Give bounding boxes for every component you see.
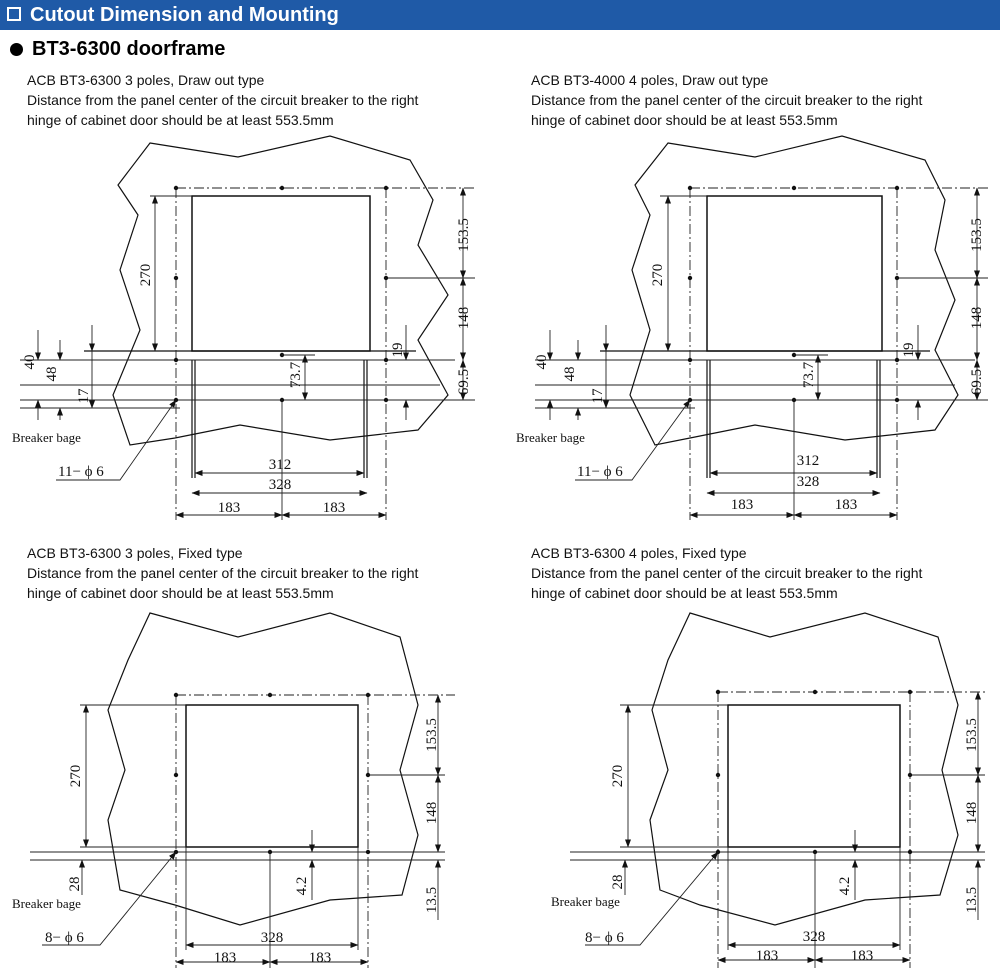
panel-1-text: ACB BT3-6300 3 poles, Draw out type Dist… [27, 70, 418, 130]
breaker-label: Breaker bage [516, 430, 585, 445]
dim-153-5: 153.5 [969, 218, 985, 252]
dim-328: 328 [269, 477, 292, 493]
dim-4-2: 4.2 [837, 877, 853, 896]
checkbox-square-icon [7, 7, 21, 21]
dim-183-right: 183 [851, 948, 874, 964]
dim-270: 270 [68, 765, 84, 788]
cutout-window [185, 704, 359, 848]
dim-183-right: 183 [835, 497, 858, 513]
drawing-fixed-4-poles: 270 153.5 148 28 4.2 13.5 328 183 183 Br… [551, 612, 985, 968]
door-outline [649, 612, 959, 926]
dim-153-5: 153.5 [964, 718, 980, 752]
panel-4-desc-line2: hinge of cabinet door should be at least… [531, 585, 838, 601]
door-outline [112, 135, 449, 446]
dim-48: 48 [562, 367, 578, 382]
cutout-window [191, 195, 371, 352]
door-outline [107, 612, 419, 926]
breaker-label: Breaker bage [12, 896, 81, 911]
dim-17: 17 [76, 388, 92, 404]
section-title: BT3-6300 doorframe [32, 38, 226, 60]
dim-312: 312 [797, 453, 820, 469]
hole-label: 11− ϕ 6 [58, 464, 104, 480]
dim-48: 48 [44, 367, 60, 382]
dim-153-5: 153.5 [456, 218, 472, 252]
dim-148: 148 [424, 802, 440, 825]
dim-270: 270 [138, 264, 154, 287]
dim-69-5: 69.5 [969, 369, 985, 395]
cutout-window [727, 704, 901, 848]
door-outline [629, 135, 959, 446]
hole-label: 8− ϕ 6 [585, 930, 624, 946]
hole-label: 8− ϕ 6 [45, 930, 84, 946]
dim-19: 19 [390, 343, 406, 358]
panel-2-desc-line1: Distance from the panel center of the ci… [531, 92, 923, 108]
dim-183-left: 183 [731, 497, 754, 513]
breaker-label: Breaker bage [12, 430, 81, 445]
dim-13-5: 13.5 [424, 887, 440, 913]
cutout-window [706, 195, 883, 352]
panel-1-desc-line1: Distance from the panel center of the ci… [27, 92, 419, 108]
panel-1-heading: ACB BT3-6300 3 poles, Draw out type [27, 72, 265, 88]
dim-270: 270 [610, 765, 626, 788]
header-title: Cutout Dimension and Mounting [30, 4, 339, 26]
drawing-draw-out-4-poles: 270 153.5 148 19 69.5 40 48 17 73.7 312 … [516, 135, 988, 520]
dim-270: 270 [650, 264, 666, 287]
dim-328: 328 [261, 930, 284, 946]
dim-73-7: 73.7 [801, 361, 817, 388]
dim-183-right: 183 [323, 500, 346, 516]
panel-2-desc-line2: hinge of cabinet door should be at least… [531, 112, 838, 128]
panel-2-heading: ACB BT3-4000 4 poles, Draw out type [531, 72, 769, 88]
dim-40: 40 [22, 355, 38, 370]
dim-17: 17 [590, 388, 606, 404]
dim-148: 148 [964, 802, 980, 825]
dim-183-left: 183 [218, 500, 241, 516]
panel-3-desc-line2: hinge of cabinet door should be at least… [27, 585, 334, 601]
panel-3-heading: ACB BT3-6300 3 poles, Fixed type [27, 545, 243, 561]
dim-40: 40 [534, 355, 550, 370]
hole-label: 11− ϕ 6 [577, 464, 623, 480]
dim-328: 328 [797, 474, 820, 490]
dim-4-2: 4.2 [294, 877, 310, 896]
drawing-fixed-3-poles: 270 153.5 148 28 4.2 13.5 328 183 183 Br… [12, 612, 455, 968]
dim-69-5: 69.5 [456, 369, 472, 395]
dim-183-left: 183 [214, 950, 237, 966]
dim-148: 148 [969, 307, 985, 330]
dim-312: 312 [269, 457, 292, 473]
panel-1-desc-line2: hinge of cabinet door should be at least… [27, 112, 334, 128]
drawing-draw-out-3-poles: 270 153.5 148 19 69.5 40 48 17 73.7 312 … [12, 135, 475, 520]
panel-3-text: ACB BT3-6300 3 poles, Fixed type Distanc… [27, 543, 418, 603]
panel-2-text: ACB BT3-4000 4 poles, Draw out type Dist… [531, 70, 922, 130]
section-header-bar: Cutout Dimension and Mounting [0, 0, 1000, 30]
dim-28: 28 [610, 875, 626, 890]
panel-4-heading: ACB BT3-6300 4 poles, Fixed type [531, 545, 747, 561]
dim-148: 148 [456, 307, 472, 330]
panel-3-desc-line1: Distance from the panel center of the ci… [27, 565, 419, 581]
dim-28: 28 [67, 877, 83, 892]
dim-73-7: 73.7 [288, 361, 304, 388]
panel-4-text: ACB BT3-6300 4 poles, Fixed type Distanc… [531, 543, 922, 603]
dim-183-right: 183 [309, 950, 332, 966]
dim-13-5: 13.5 [964, 887, 980, 913]
bullet-icon [10, 43, 23, 56]
dim-19: 19 [901, 343, 917, 358]
dim-183-left: 183 [756, 948, 779, 964]
breaker-label: Breaker bage [551, 894, 620, 909]
dim-328: 328 [803, 929, 826, 945]
panel-4-desc-line1: Distance from the panel center of the ci… [531, 565, 923, 581]
dim-153-5: 153.5 [424, 718, 440, 752]
